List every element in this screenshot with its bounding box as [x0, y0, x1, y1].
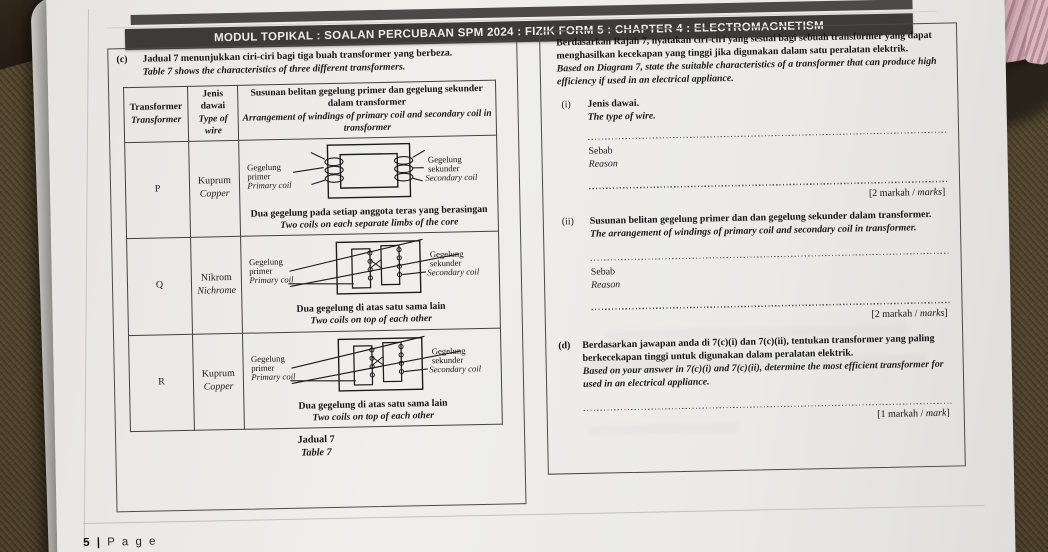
table-header-row: Transformer Transformer Jenis dawai Type…: [123, 79, 497, 143]
header-arrangement: Susunan belitan gegelung primer dan gege…: [237, 79, 497, 140]
primary-coil-label-en: Primary coil: [246, 179, 292, 190]
table-row-p: P Kuprum Copper: [124, 134, 499, 239]
secondary-coil-label-ms2: sekunder: [430, 258, 462, 269]
transformer-q-diagram: Gegelung primer Primary coil Gegelung se…: [248, 238, 480, 295]
question-c-box: (c) Jadual 7 menunjukkan ciri-ciri bagi …: [107, 40, 527, 513]
sebab-reason: Sebab Reason: [590, 266, 621, 292]
sebab-reason: Sebab Reason: [588, 145, 618, 171]
primary-coil-label-en: Primary coil: [248, 274, 294, 285]
primary-coil-label-ms2: primer: [249, 266, 272, 276]
secondary-coil-label-en: Secondary coil: [425, 171, 478, 182]
wire-type-p: Kuprum Copper: [188, 139, 241, 238]
transformer-p-diagram: Gegelung primer Primary coil Gegelung se…: [246, 142, 478, 199]
secondary-coil-label-ms1: Gegelung: [432, 345, 467, 356]
part-d-label: (d): [558, 340, 571, 352]
part-i-label: (i): [561, 99, 571, 111]
arrangement-p-caption: Dua gegelung pada setiap anggota teras y…: [250, 203, 488, 231]
part-i-content: Jenis dawai. The type of wire. Sebab Rea…: [587, 92, 948, 206]
bleedthrough-text: [587, 422, 739, 436]
page-curl-line: [83, 8, 89, 549]
transformer-id-r: R: [128, 333, 195, 432]
wire-type-q: Nikrom Nichrome: [190, 236, 243, 334]
core-outline: [335, 240, 422, 295]
question-c-intro: (c) Jadual 7 menunjukkan ciri-ciri bagi …: [108, 41, 517, 80]
secondary-coil-label-ms2: sekunder: [428, 163, 460, 174]
arrangement-q-caption: Dua gegelung di atas satu sama lain Two …: [296, 300, 446, 327]
secondary-coil-label-ms1: Gegelung: [428, 154, 463, 165]
question-right-box: Berdasarkan Rajah 7, nyatakan ciri-ciri …: [538, 22, 966, 475]
transformer-r-diagram: Gegelung primer Primary coil Gegelung se…: [250, 335, 482, 392]
secondary-coil-label-ms2: sekunder: [432, 354, 464, 365]
transformer-id-p: P: [124, 140, 191, 239]
answer-line: [590, 252, 949, 262]
part-d-content: Berdasarkan jawapan anda di 7(c)(i) dan …: [582, 332, 952, 427]
header-transformer: Transformer Transformer: [123, 86, 189, 143]
primary-coil-label-en: Primary coil: [250, 371, 296, 382]
primary-coil-label-ms1: Gegelung: [249, 256, 284, 267]
secondary-coil-label-en: Secondary coil: [429, 363, 482, 374]
secondary-coil-label-en: Secondary coil: [427, 266, 480, 277]
question-c-text: Jadual 7 menunjukkan ciri-ciri bagi tiga…: [142, 46, 510, 79]
part-ii-content: Susunan belitan gegelung primer dan dan …: [590, 208, 950, 326]
question-right-intro: Berdasarkan Rajah 7, nyatakan ciri-ciri …: [552, 30, 945, 90]
arrangement-q: Gegelung primer Primary coil Gegelung se…: [240, 231, 501, 333]
core-outline: [337, 336, 424, 392]
primary-coil-label-ms2: primer: [251, 362, 274, 372]
part-d: (d) Berdasarkan jawapan anda di 7(c)(i) …: [558, 332, 952, 427]
header-type-of-wire: Jenis dawai Type of wire: [187, 85, 239, 141]
part-ii: (ii) Susunan belitan gegelung primer dan…: [556, 208, 950, 327]
arrangement-r: Gegelung primer Primary coil Gegelung se…: [242, 327, 503, 430]
primary-coil-label-ms2: primer: [247, 171, 270, 181]
page-footer: 5 | P a g e: [83, 535, 158, 550]
part-i: (i) Jenis dawai. The type of wire. Sebab…: [553, 92, 948, 207]
exam-paper: MODUL TOPIKAL : SOALAN PERCUBAAN SPM 202…: [45, 0, 1017, 552]
table-row-r: R Kuprum Copper: [128, 327, 503, 432]
transformer-id-q: Q: [126, 237, 193, 336]
transformer-table: Transformer Transformer Jenis dawai Type…: [123, 79, 503, 432]
primary-coil-label-ms1: Gegelung: [251, 353, 286, 364]
wire-type-r: Kuprum Copper: [192, 332, 245, 431]
answer-line: [588, 131, 947, 141]
part-ii-label: (ii): [561, 215, 575, 228]
table-caption: Jadual 7 Table 7: [297, 434, 335, 459]
core-outline: [326, 142, 412, 199]
arrangement-r-caption: Dua gegelung di atas satu sama lain Two …: [298, 397, 448, 424]
table-row-q: Q Nikrom Nichrome: [126, 231, 501, 336]
primary-coil-label-ms1: Gegelung: [247, 161, 282, 172]
secondary-coil-label-ms1: Gegelung: [430, 249, 465, 260]
arrangement-p: Gegelung primer Primary coil Gegelung se…: [238, 134, 499, 237]
question-c-label: (c): [116, 54, 128, 66]
